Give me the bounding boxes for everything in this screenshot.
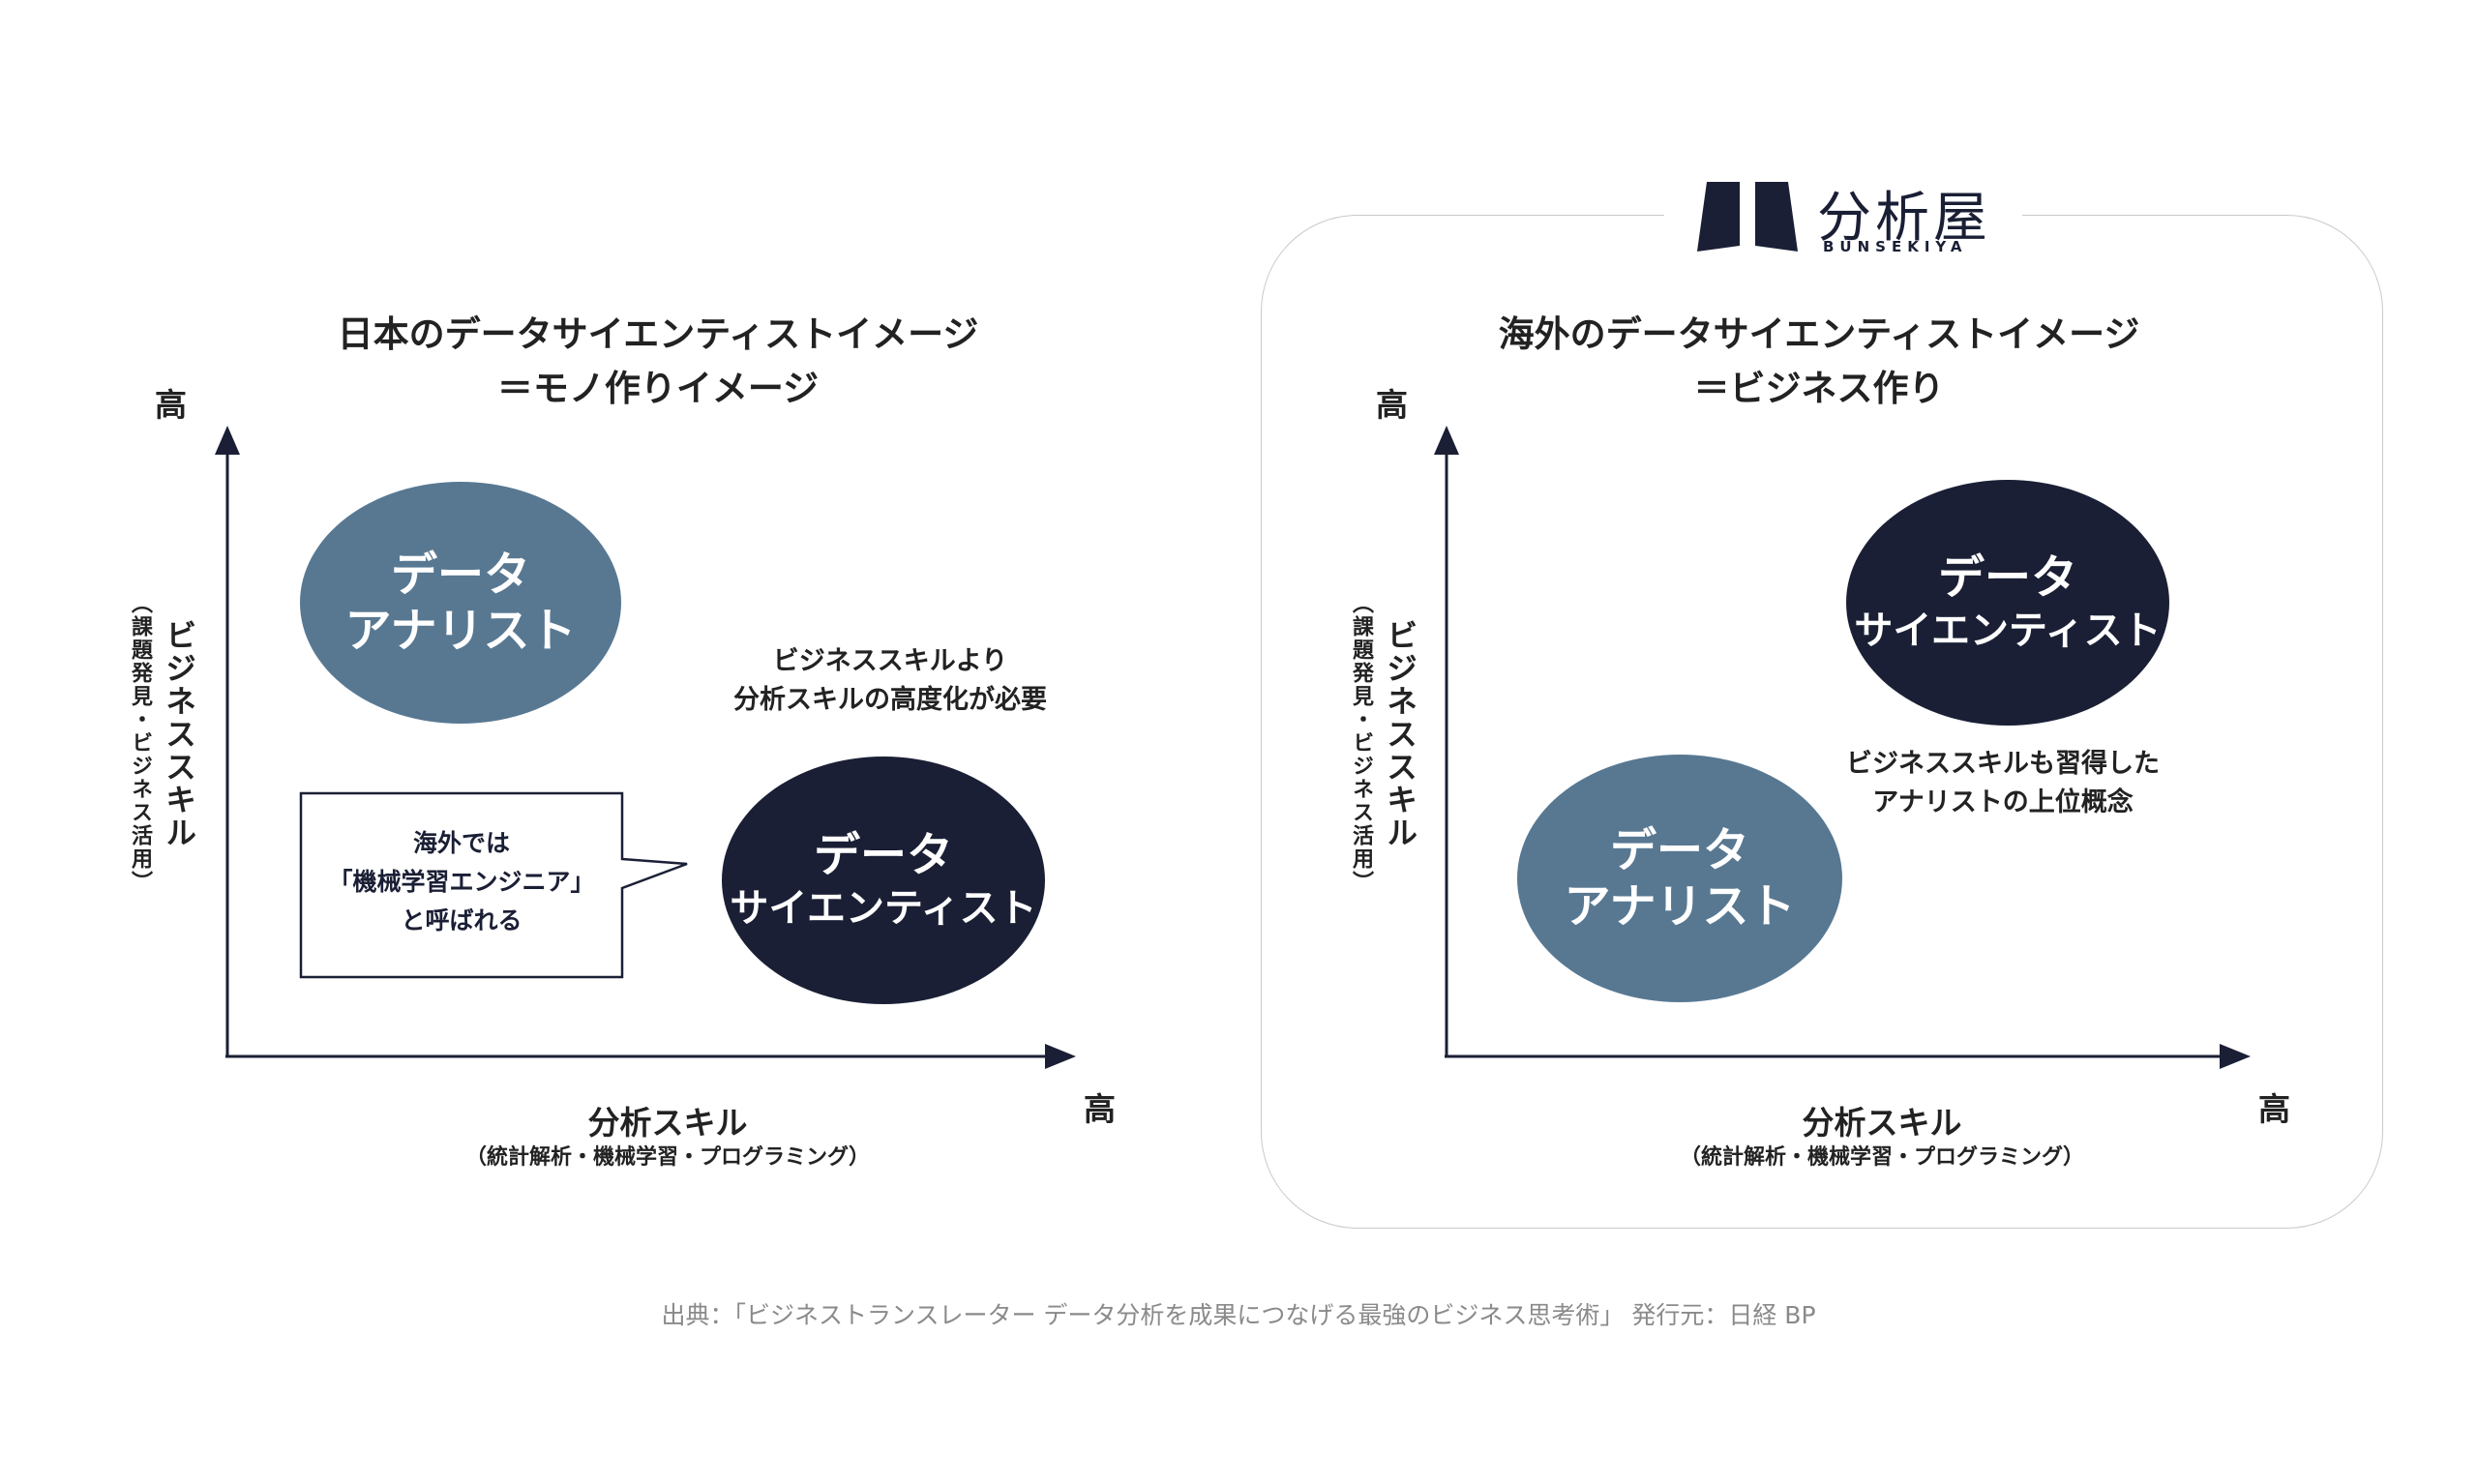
right-scientist-line2: サイエンティスト bbox=[1854, 608, 2162, 653]
right-x-high: 高 bbox=[2258, 1090, 2290, 1128]
logo-name: 分析屋 bbox=[1817, 187, 1991, 250]
left-title-line1: 日本のデータサイエンティストイメージ bbox=[337, 313, 979, 355]
callout-line2: 「機械学習エンジニア」 bbox=[328, 868, 595, 896]
left-x-label: 分析スキル bbox=[587, 1104, 748, 1142]
right-analyst-line2: アナリスト bbox=[1564, 879, 1796, 934]
right-note-line2: アナリストの上位概念 bbox=[1872, 787, 2134, 817]
right-scientist-line1: データ bbox=[1937, 550, 2077, 605]
right-y-high: 高 bbox=[1376, 386, 1408, 424]
left-analyst-line1: データ bbox=[390, 548, 530, 602]
callout-box bbox=[299, 791, 688, 979]
right-x-label: 分析スキル bbox=[1802, 1104, 1962, 1142]
right-y-sublabel: （課題発見・ビジネス活用） bbox=[1349, 592, 1373, 894]
left-scientist-ellipse: データ サイエンティスト bbox=[722, 757, 1045, 1004]
left-scientist-line2: サイエンティスト bbox=[730, 886, 1037, 931]
logo-romaji: BUNSEKIYA bbox=[1823, 238, 1968, 255]
left-y-high: 高 bbox=[155, 386, 187, 424]
callout-text: 海外では 「機械学習エンジニア」 と呼ばれる bbox=[301, 824, 622, 940]
right-y-label: ビジネススキル bbox=[1382, 619, 1418, 849]
callout-line3: と呼ばれる bbox=[401, 906, 522, 935]
logo-mark-icon bbox=[1697, 182, 1798, 252]
right-analyst-line1: データ bbox=[1609, 823, 1749, 877]
left-title: 日本のデータサイエンティストイメージ ＝モノ作りイメージ bbox=[242, 308, 1074, 416]
left-y-label: ビジネススキル bbox=[161, 619, 197, 849]
left-scientist-line1: データ bbox=[813, 828, 953, 882]
left-note-line1: ビジネススキルより bbox=[772, 646, 1008, 676]
right-x-sublabel: （統計解析・機械学習・プログラミング） bbox=[1679, 1145, 2084, 1170]
right-note: ビジネススキルも習得した アナリストの上位概念 bbox=[1800, 745, 2206, 822]
source-citation: 出典：「ビジネストランスレーター データ分析を成果につなげる最強のビジネス思考術… bbox=[661, 1301, 1816, 1329]
left-note: ビジネススキルより 分析スキルの高度化が必要 bbox=[677, 642, 1103, 720]
callout-line1: 海外では bbox=[412, 829, 510, 857]
right-analyst-ellipse: データ アナリスト bbox=[1517, 755, 1842, 1002]
left-note-line2: 分析スキルの高度化が必要 bbox=[733, 685, 1047, 715]
left-x-high: 高 bbox=[1084, 1090, 1116, 1128]
right-title-line2: ＝ビジネス作り bbox=[1693, 368, 1945, 409]
left-analyst-ellipse: データ アナリスト bbox=[300, 482, 621, 724]
right-scientist-ellipse: データ サイエンティスト bbox=[1846, 480, 2169, 726]
left-x-sublabel: （統計解析・機械学習・プログラミング） bbox=[464, 1145, 870, 1170]
left-y-sublabel: （課題発見・ビジネス活用） bbox=[128, 592, 152, 894]
left-analyst-line2: アナリスト bbox=[344, 604, 577, 658]
logo: 分析屋 BUNSEKIYA bbox=[1664, 164, 2022, 261]
right-title: 海外のデータサイエンティストイメージ ＝ビジネス作り bbox=[1413, 308, 2225, 416]
left-title-line2: ＝モノ作りイメージ bbox=[496, 368, 820, 409]
right-note-line1: ビジネススキルも習得した bbox=[1846, 749, 2160, 779]
right-title-line1: 海外のデータサイエンティストイメージ bbox=[1498, 313, 2140, 355]
